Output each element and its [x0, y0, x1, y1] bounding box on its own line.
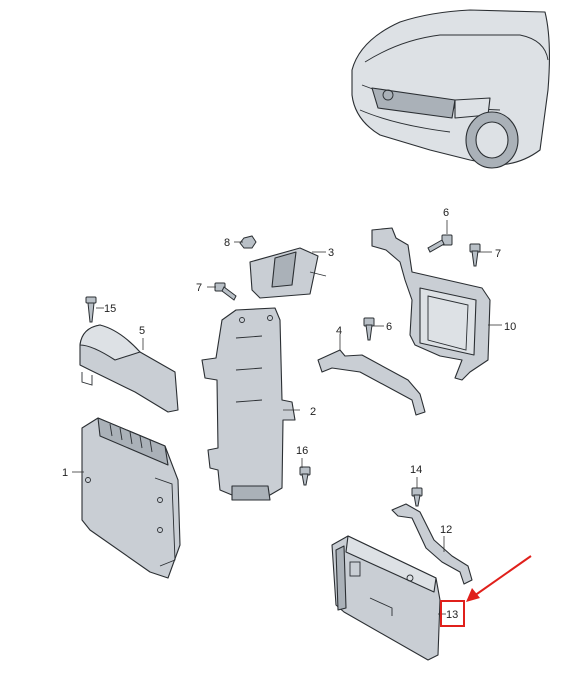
part-10-bracket [371, 227, 491, 381]
part-12-strap [391, 503, 473, 585]
callout-5: 5 [139, 325, 145, 337]
part-7-screw-right [469, 243, 481, 267]
part-13-control-unit [331, 535, 441, 661]
part-7-screw [214, 282, 237, 301]
leader-lines [72, 220, 502, 615]
part-4-strap [317, 349, 426, 416]
callout-14: 14 [410, 464, 422, 476]
part-2-bracket [201, 307, 296, 501]
callout-6: 6 [443, 207, 449, 219]
callout-3: 3 [328, 247, 334, 259]
callout-6b: 6 [386, 321, 392, 333]
callout-12: 12 [440, 524, 452, 536]
callout-1: 1 [62, 467, 68, 479]
vehicle-thumbnail [351, 9, 550, 169]
red-arrow-icon [466, 588, 480, 602]
part-8-nut [239, 235, 257, 249]
part-14-screw [411, 487, 423, 507]
part-6-screw-top [427, 234, 453, 253]
callout-labels: 1 2 3 4 5 6 6 7 7 8 10 12 14 15 16 [62, 207, 516, 536]
callout-10: 10 [504, 321, 516, 333]
callout-13: 13 [446, 609, 458, 621]
callout-7b: 7 [495, 248, 501, 260]
callout-7: 7 [196, 282, 202, 294]
callout-8: 8 [224, 237, 230, 249]
part-1-control-unit [81, 417, 181, 579]
part-15-screw [85, 296, 97, 323]
callout-15: 15 [104, 303, 116, 315]
part-5-cover [79, 324, 179, 413]
callout-2: 2 [310, 406, 316, 418]
part-16-screw [299, 466, 311, 486]
highlight-part-13: 13 [440, 555, 532, 627]
part-3-bracket [249, 247, 327, 299]
callout-16: 16 [296, 445, 308, 457]
callout-4: 4 [336, 325, 342, 337]
part-6-screw-bottom [363, 317, 375, 341]
